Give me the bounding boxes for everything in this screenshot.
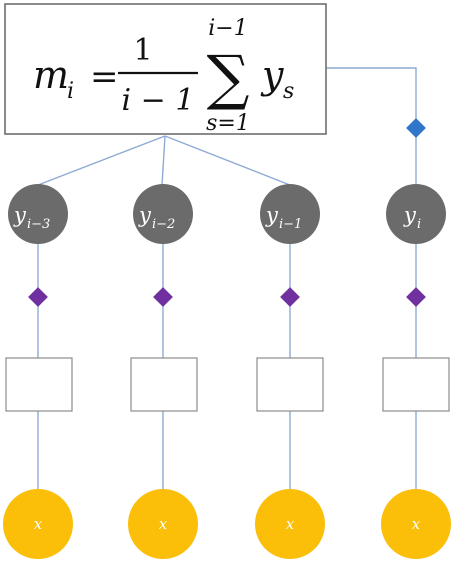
edge-formula-to-y2: [161, 135, 166, 186]
y-node-label: y: [13, 203, 27, 227]
edge-formula-to-y3: [164, 135, 291, 186]
y-node-label: y: [403, 203, 417, 227]
y-node: y i−2: [133, 184, 193, 244]
formula-sum-symbol: ∑: [207, 43, 250, 113]
y-node-subscript: i−3: [27, 217, 50, 232]
factor-box: [130, 357, 198, 412]
y-node-subscript: i: [417, 217, 421, 232]
y-node-label: y: [138, 203, 152, 227]
factor-diamond-purple: [153, 287, 173, 307]
x-node-label: x: [412, 515, 421, 533]
x-node: x: [128, 489, 198, 559]
x-node-label: x: [34, 515, 43, 533]
y-node-subscript: i−2: [152, 217, 175, 232]
factor-diamond-purple: [406, 287, 426, 307]
formula-box: m i = 1 i − 1 i−1 ∑ s=1 y s: [4, 3, 327, 136]
factor-box: [256, 357, 324, 412]
y-node: y i−1: [260, 184, 320, 244]
formula-sum-lower: s=1: [206, 111, 250, 136]
formula-denominator: i − 1: [122, 83, 195, 118]
formula-equals: =: [90, 57, 119, 97]
factor-diamond-purple: [28, 287, 48, 307]
x-node: x: [381, 489, 451, 559]
formula-lhs: m: [33, 53, 69, 97]
formula-summand-subscript: s: [283, 79, 294, 104]
y-node-subscript: i−1: [279, 217, 302, 232]
factor-box: [5, 357, 73, 412]
x-node: x: [3, 489, 73, 559]
edge-formula-to-yi: [326, 67, 417, 185]
formula-numerator: 1: [133, 33, 152, 68]
x-node-label: x: [159, 515, 168, 533]
x-node-label: x: [286, 515, 295, 533]
factor-box: [382, 357, 450, 412]
factor-diamond-purple: [280, 287, 300, 307]
formula-lhs-subscript: i: [67, 79, 74, 104]
x-node: x: [255, 489, 325, 559]
factor-diamond-blue: [406, 118, 426, 138]
y-node-label: y: [265, 203, 279, 227]
y-node: y i: [386, 184, 446, 244]
formula-sum-upper: i−1: [208, 16, 247, 41]
edge-formula-to-y1: [37, 135, 166, 186]
formula-summand: y: [260, 53, 284, 97]
y-node: y i−3: [8, 184, 68, 244]
